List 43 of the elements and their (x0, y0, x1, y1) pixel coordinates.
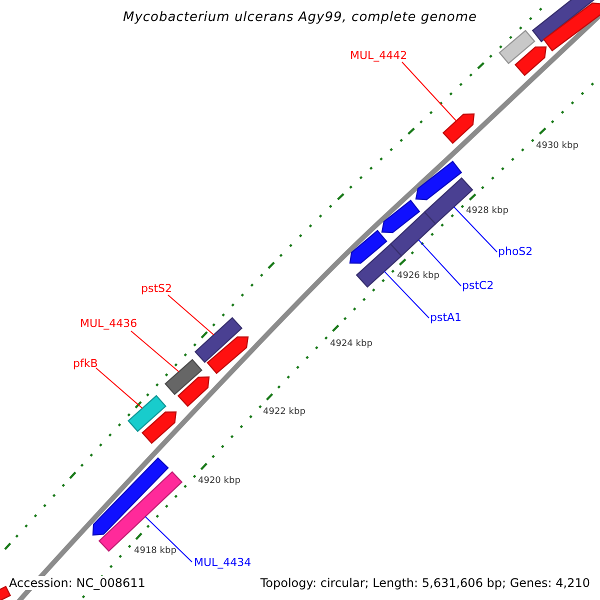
gene-feature (349, 230, 388, 264)
gene-label: MUL_4434 (194, 557, 252, 568)
gene-feature (415, 160, 462, 200)
leader-line (144, 516, 192, 562)
genome-summary: Topology: circular; Length: 5,631,606 bp; Genes: 4,210 (260, 576, 590, 590)
gene-feature (390, 211, 436, 257)
gene-feature (0, 586, 12, 600)
accession-text: Accession: NC_008611 (9, 576, 146, 590)
leader-line (402, 62, 457, 122)
gene-feature (381, 200, 420, 234)
gene-label: pstS2 (141, 283, 172, 294)
scale-label: 4918 kbp (134, 547, 176, 556)
gene-label: pstA1 (430, 312, 462, 323)
gene-feature (164, 358, 202, 396)
gene-label: MUL_4436 (80, 318, 138, 329)
gene-feature (532, 0, 596, 42)
scale-label: 4926 kbp (397, 272, 440, 281)
scale-label: 4920 kbp (198, 477, 240, 486)
leader-line (418, 239, 462, 286)
title: Mycobacterium ulcerans Agy99, complete genome (122, 11, 478, 24)
gene-feature (498, 30, 536, 64)
gene-label: MUL_4442 (350, 50, 408, 61)
gene-feature (442, 113, 475, 144)
gene-feature (206, 336, 249, 374)
scale-label: 4928 kbp (466, 207, 508, 216)
leader-line (453, 206, 498, 252)
gene-feature (194, 317, 243, 363)
gene-label: pstC2 (462, 280, 494, 291)
gene-feature (514, 46, 547, 76)
gene-label: pfkB (73, 358, 98, 369)
gene-feature (92, 457, 169, 536)
leader-line (130, 330, 180, 372)
gene-feature (177, 376, 210, 407)
leader-line (168, 294, 214, 336)
gene-feature (542, 2, 600, 52)
gene-label: phoS2 (498, 246, 533, 257)
scale-label: 4930 kbp (536, 142, 578, 151)
gene-feature (128, 394, 166, 432)
scale-label: 4922 kbp (263, 408, 306, 417)
leader-line (384, 270, 430, 318)
gene-feature (141, 411, 177, 444)
leader-line (96, 368, 143, 409)
scale-label: 4924 kbp (330, 340, 372, 349)
